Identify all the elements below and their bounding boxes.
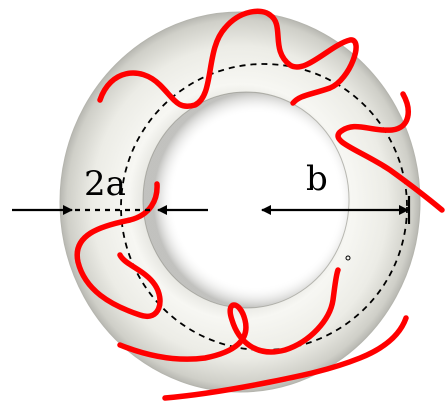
curve-segment-bottom (117, 267, 341, 362)
curve-segment-top (97, 8, 359, 109)
curve-segment-left (74, 181, 163, 320)
curve-segment-right (335, 91, 445, 213)
dimension-guides (12, 196, 411, 224)
curve-segment-lower (162, 315, 409, 401)
torus-hole-shadow (143, 92, 349, 308)
red-curve (74, 8, 445, 401)
marker-dot (345, 255, 351, 261)
label-b: b (306, 159, 328, 199)
label-2a: 2a (84, 164, 126, 204)
